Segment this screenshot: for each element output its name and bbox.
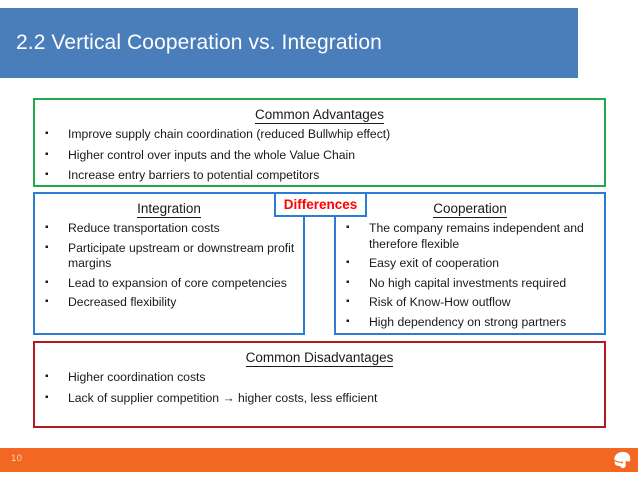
common-disadvantages-list: Higher coordination costs Lack of suppli…	[35, 369, 604, 407]
common-advantages-heading-text: Common Advantages	[254, 107, 385, 124]
common-disadvantages-box: Common Disadvantages Higher coordination…	[33, 341, 606, 428]
list-item: Reduce transportation costs	[35, 220, 295, 237]
common-advantages-list: Improve supply chain coordination (reduc…	[35, 126, 604, 184]
cooperation-list: The company remains independent and ther…	[336, 220, 604, 331]
list-item: Decreased flexibility	[35, 294, 295, 311]
list-item: The company remains independent and ther…	[336, 220, 596, 252]
list-item: Improve supply chain coordination (reduc…	[35, 126, 596, 143]
differences-box: Differences	[274, 192, 367, 217]
cooperation-box: Cooperation The company remains independ…	[334, 192, 606, 335]
list-item: Participate upstream or downstream profi…	[35, 240, 295, 272]
slideshare-logo-icon	[614, 451, 631, 468]
page-number: 10	[11, 453, 23, 464]
common-disadvantages-heading-text: Common Disadvantages	[245, 350, 394, 367]
common-advantages-box: Common Advantages Improve supply chain c…	[33, 98, 606, 187]
list-item: Higher coordination costs	[35, 369, 596, 386]
cooperation-heading-text: Cooperation	[433, 201, 507, 218]
integration-heading: Integration	[35, 201, 303, 218]
slide-title-bar: 2.2 Vertical Cooperation vs. Integration	[0, 8, 578, 78]
list-item: Risk of Know-How outflow	[336, 294, 596, 311]
cooperation-heading: Cooperation	[336, 201, 604, 218]
integration-list: Reduce transportation costs Participate …	[35, 220, 303, 311]
list-item: No high capital investments required	[336, 275, 596, 292]
list-item: Increase entry barriers to potential com…	[35, 167, 596, 184]
list-item: Easy exit of cooperation	[336, 255, 596, 272]
list-item: Higher control over inputs and the whole…	[35, 147, 596, 164]
common-advantages-heading: Common Advantages	[35, 107, 604, 124]
list-item: Lack of supplier competition → higher co…	[35, 390, 596, 407]
page-title: 2.2 Vertical Cooperation vs. Integration	[16, 31, 382, 54]
list-item: High dependency on strong partners	[336, 314, 596, 331]
common-disadvantages-heading: Common Disadvantages	[35, 350, 604, 367]
footer-bar: 10	[0, 448, 638, 472]
integration-heading-text: Integration	[137, 201, 201, 218]
differences-label: Differences	[283, 197, 358, 212]
integration-box: Integration Reduce transportation costs …	[33, 192, 305, 335]
list-item: Lead to expansion of core competencies	[35, 275, 295, 292]
